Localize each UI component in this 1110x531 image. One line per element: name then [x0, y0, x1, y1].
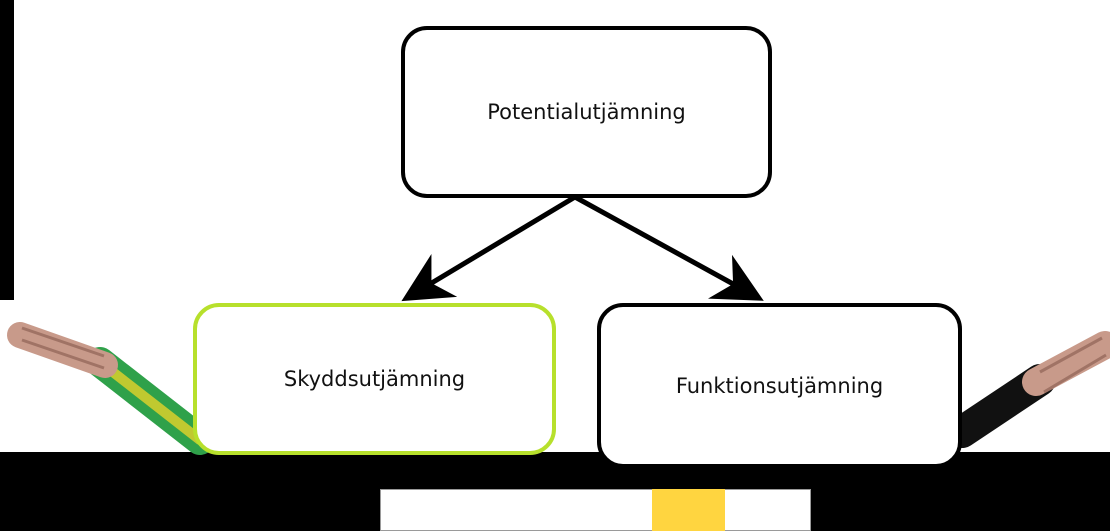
black-cable-icon — [946, 331, 1110, 448]
node-label: Potentialutjämning — [487, 100, 686, 124]
arrow-to-skyddsutjamning — [401, 194, 577, 302]
node-potentialutjamning: Potentialutjämning — [401, 26, 772, 198]
yellow-block — [652, 489, 725, 531]
arrow-to-funktionsutjamning — [573, 194, 764, 301]
node-funktionsutjamning: Funktionsutjämning — [597, 303, 962, 468]
bottom-panel — [380, 489, 811, 531]
node-skyddsutjamning: Skyddsutjämning — [193, 303, 556, 455]
node-label: Funktionsutjämning — [675, 373, 884, 398]
green-yellow-earth-cable-icon — [7, 322, 215, 455]
node-label: Skyddsutjämning — [283, 367, 466, 391]
